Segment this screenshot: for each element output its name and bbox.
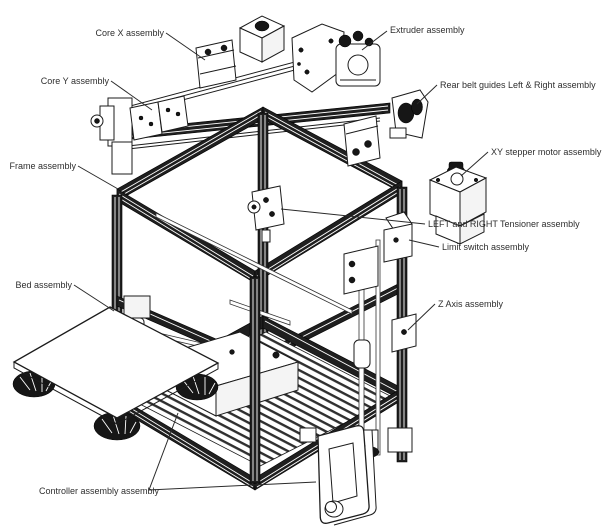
leader-z-axis [407,303,436,331]
leader-rear-belt [416,84,438,105]
label-limit-switch: Limit switch assembly [442,242,530,252]
limit-switch-assembly [383,211,413,263]
leader-bed [73,284,115,312]
tensioner-assembly [247,185,285,243]
right-y-carriage [343,115,381,167]
leader-core-y [110,80,153,111]
label-tensioner: LEFT and RIGHT Tensioner assembly [428,219,580,229]
extruder-assembly [291,23,381,93]
label-z-axis: Z Axis assembly [438,299,504,309]
leader-core-x [165,32,206,61]
label-frame: Frame assembly [9,161,76,171]
label-xy-stepper: XY stepper motor assembly [491,147,602,157]
leader-lines [73,30,489,491]
callout-labels: Core X assembly Extruder assembly Core Y… [9,25,601,496]
leader-controller [148,412,317,491]
leader-limit-switch [408,239,440,248]
frame-top [116,106,403,284]
leader-extruder [361,30,388,51]
rear-belt-guides-assembly [389,89,429,139]
core-x-assembly [195,15,286,89]
label-extruder: Extruder assembly [390,25,465,35]
label-core-x: Core X assembly [95,28,164,38]
label-controller: Controller assembly assembly [39,486,160,496]
label-bed: Bed assembly [15,280,72,290]
controller-display-panel [299,425,377,526]
bed-assembly [12,306,220,441]
leader-xy-stepper [460,151,489,177]
label-rear-belt: Rear belt guides Left & Right assembly [440,80,596,90]
frame-post-front [249,276,261,484]
xy-stepper-motor-assembly [428,161,488,245]
leader-tensioner [280,208,426,225]
leader-frame [77,165,119,190]
label-core-y: Core Y assembly [41,76,110,86]
core-y-assembly [90,95,189,175]
